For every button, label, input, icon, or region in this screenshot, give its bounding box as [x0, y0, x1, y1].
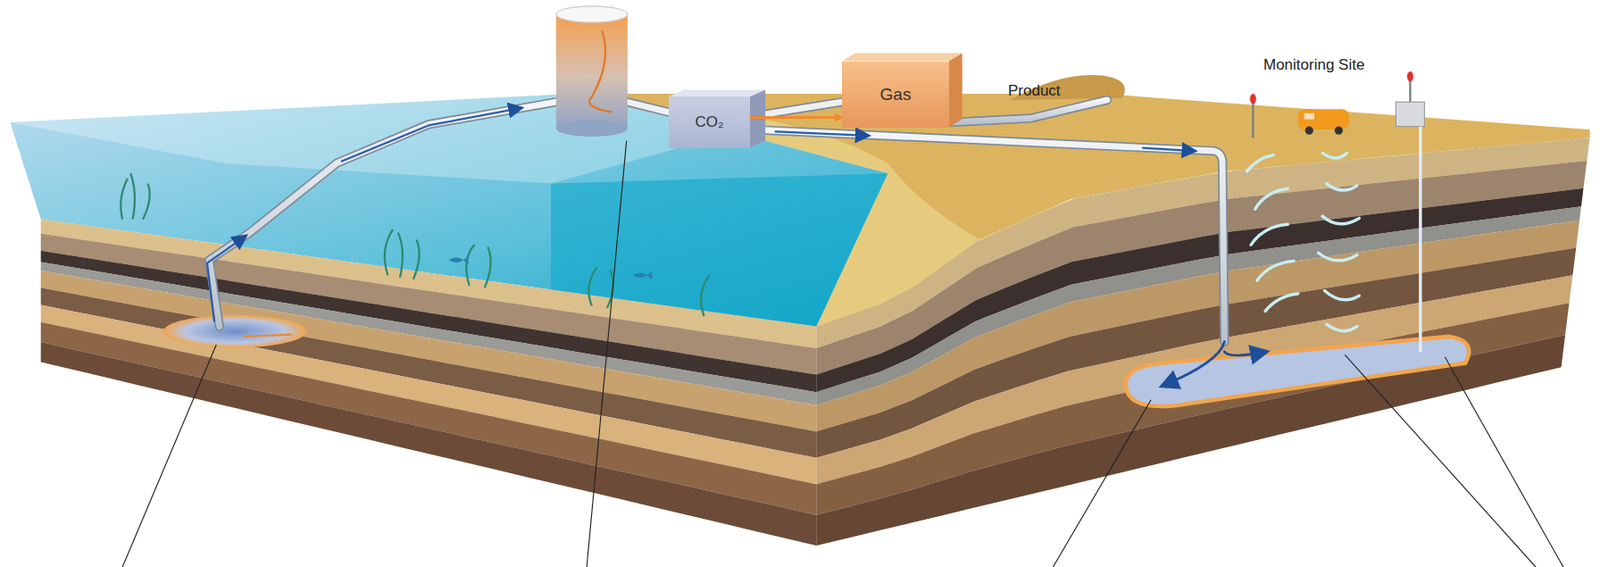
stratum-band — [41, 341, 817, 546]
sensor-light — [1250, 93, 1257, 104]
sensor-pole — [1408, 79, 1411, 102]
seaweed — [120, 173, 709, 317]
storage-reservoir — [163, 315, 307, 349]
seismic-waves — [1247, 152, 1360, 331]
stratum-band — [816, 334, 1566, 546]
text-label: Monitoring Site — [1263, 56, 1365, 75]
box-label: Gas — [880, 84, 912, 105]
box-top — [841, 52, 963, 61]
sensor-pole — [1251, 101, 1254, 138]
stratum-band — [41, 304, 817, 484]
sensor-light — [1407, 71, 1414, 82]
tank-top — [556, 6, 628, 23]
stratum-band — [816, 302, 1569, 515]
stratum-band — [816, 302, 1569, 515]
process-box: Gas — [841, 61, 950, 128]
monitoring-station — [1395, 101, 1425, 126]
storage-reservoir — [1125, 336, 1469, 407]
tank-base — [556, 120, 628, 137]
leader-lines — [122, 141, 1564, 567]
box-side — [750, 90, 766, 149]
box-side — [949, 52, 963, 127]
tank-flow — [589, 30, 613, 112]
monitoring-van — [1298, 108, 1350, 130]
van-wheel — [1305, 126, 1314, 135]
box-label: CO₂ — [694, 113, 724, 132]
separation-tank — [556, 14, 628, 129]
strata-right — [816, 137, 1590, 546]
stratum-band — [816, 334, 1566, 546]
van-wheel — [1334, 126, 1343, 135]
strata-left — [41, 219, 817, 546]
process-box: CO₂ — [668, 96, 750, 149]
monitoring-well — [1418, 126, 1422, 352]
van-window — [1304, 113, 1315, 120]
fish — [449, 256, 652, 280]
text-label: Product — [1008, 82, 1061, 100]
flow-arrow — [750, 116, 842, 119]
